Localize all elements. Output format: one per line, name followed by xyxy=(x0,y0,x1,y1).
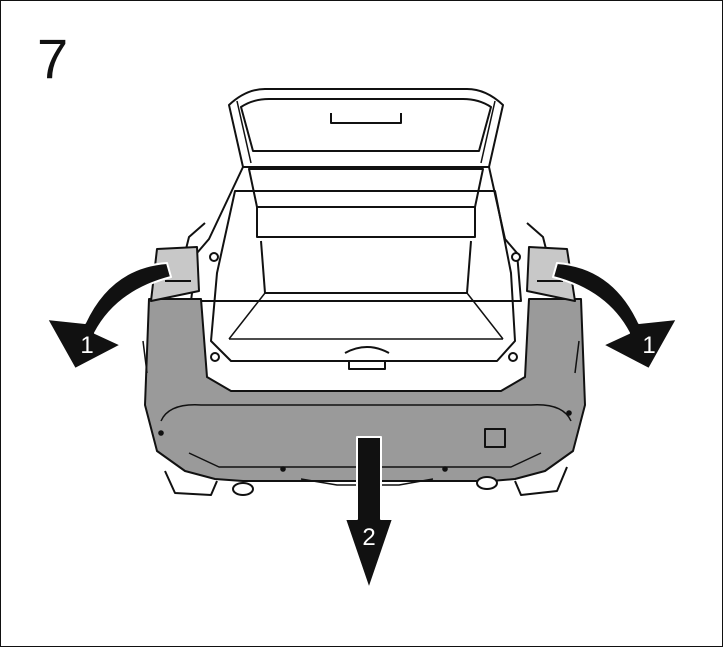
left-arrow: 1 xyxy=(46,262,172,370)
cargo-area xyxy=(209,168,521,370)
right-arrow-shape xyxy=(552,262,678,370)
step-number: 7 xyxy=(37,27,69,90)
tyres-and-exhaust xyxy=(164,466,568,496)
rear-lights xyxy=(150,246,576,302)
rear-bumper xyxy=(142,298,586,486)
left-arrow-label: 1 xyxy=(80,332,93,359)
down-arrow-shape xyxy=(344,436,394,590)
right-arrow: 1 xyxy=(552,262,678,370)
down-arrow: 2 xyxy=(344,436,394,590)
left-arrow-shape xyxy=(46,262,172,370)
right-arrow-label: 1 xyxy=(642,332,655,359)
down-arrow-label: 2 xyxy=(362,524,375,551)
open-tailgate xyxy=(228,88,504,168)
